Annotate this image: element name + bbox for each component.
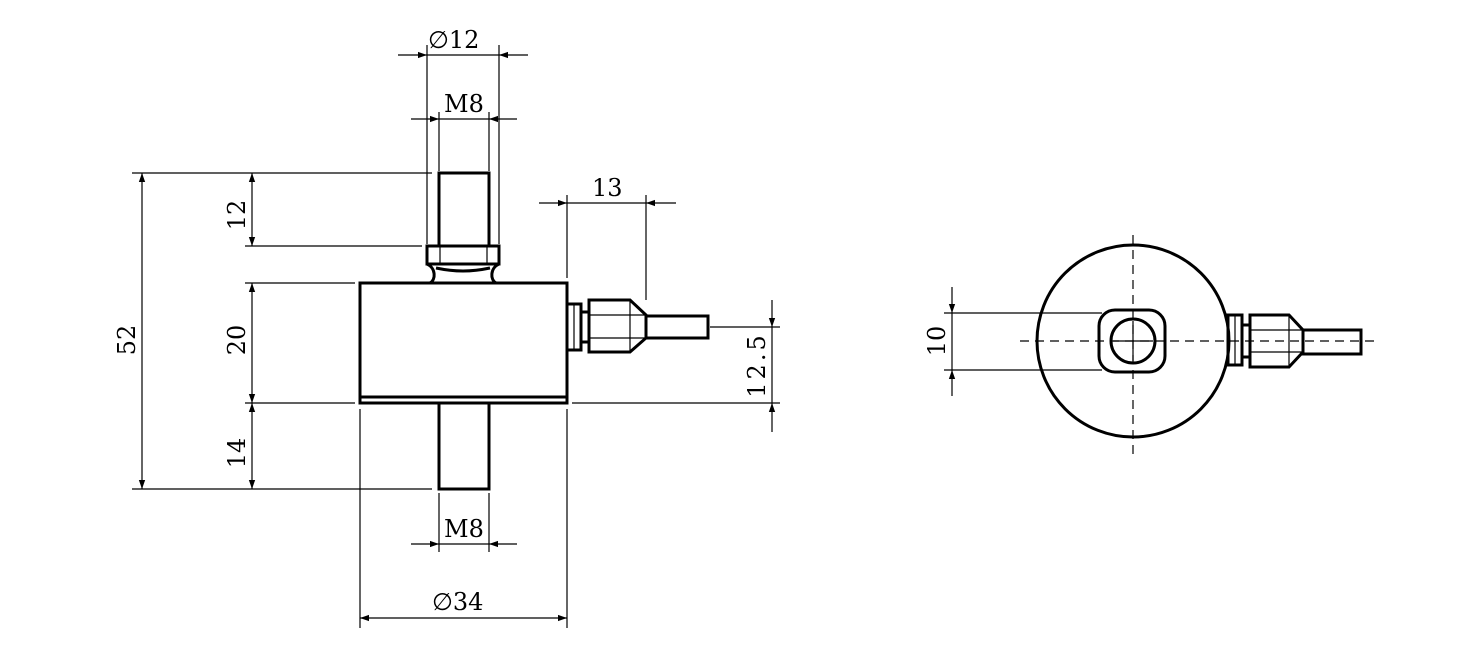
dim-label-hole: 10	[923, 326, 951, 357]
dim-label-top-dia: ∅12	[428, 26, 479, 54]
top-stud	[437, 171, 491, 248]
side-view: ∅12 M8 52 12 20 14 13 12.5	[113, 26, 780, 628]
dim-label-body-dia: ∅34	[432, 588, 483, 616]
hex-nut	[425, 244, 501, 266]
hole-square	[1097, 308, 1167, 374]
cable	[644, 314, 710, 340]
gland-nut	[587, 298, 648, 354]
bottom-stud	[437, 401, 491, 491]
end-view: 10	[923, 235, 1375, 455]
dim-label-total-height: 52	[113, 325, 141, 356]
dim-label-body-height: 20	[223, 325, 251, 356]
end-cable	[1301, 328, 1363, 356]
dim-label-bottom-thread: M8	[444, 515, 484, 543]
dim-label-cable-height: 12.5	[743, 332, 771, 397]
dim-label-cable-offset: 13	[592, 174, 623, 202]
dim-label-bottom-stud: 14	[223, 438, 251, 469]
dim-label-top-thread: M8	[444, 90, 484, 118]
dim-label-top-stud: 12	[223, 200, 251, 231]
nut-neck	[426, 262, 500, 285]
sensor-body	[358, 281, 569, 405]
hole-circle	[1109, 317, 1157, 365]
